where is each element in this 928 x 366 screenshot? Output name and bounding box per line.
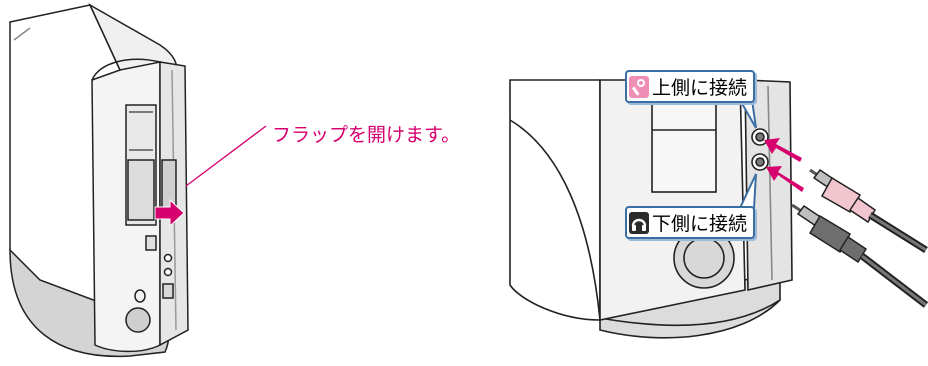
mic-plug bbox=[809, 168, 928, 253]
callout-open-flap-text: フラップを開けます。 bbox=[272, 124, 461, 146]
headphone-jack-label-text: 下側に接続 bbox=[652, 213, 748, 235]
headphone-jack-label: 下側に接続 bbox=[625, 206, 756, 239]
microphone-icon bbox=[629, 75, 649, 98]
headphone-plug bbox=[791, 203, 928, 308]
headphone-icon bbox=[629, 211, 649, 234]
mic-insert-arrow bbox=[764, 138, 802, 162]
closeup-casing-curve bbox=[509, 79, 601, 321]
mic-jack-label: 上側に接続 bbox=[625, 70, 756, 103]
speaker-grille bbox=[125, 307, 151, 333]
callout-leader-line bbox=[185, 125, 267, 187]
mic-jack-port bbox=[751, 128, 769, 146]
closeup-view bbox=[509, 79, 793, 339]
pc-tower bbox=[9, 3, 189, 358]
mic-jack-label-text: 上側に接続 bbox=[652, 77, 748, 99]
headphone-insert-arrow bbox=[766, 166, 804, 192]
headphone-jack-port bbox=[751, 153, 769, 171]
open-flap-arrow bbox=[154, 198, 185, 228]
